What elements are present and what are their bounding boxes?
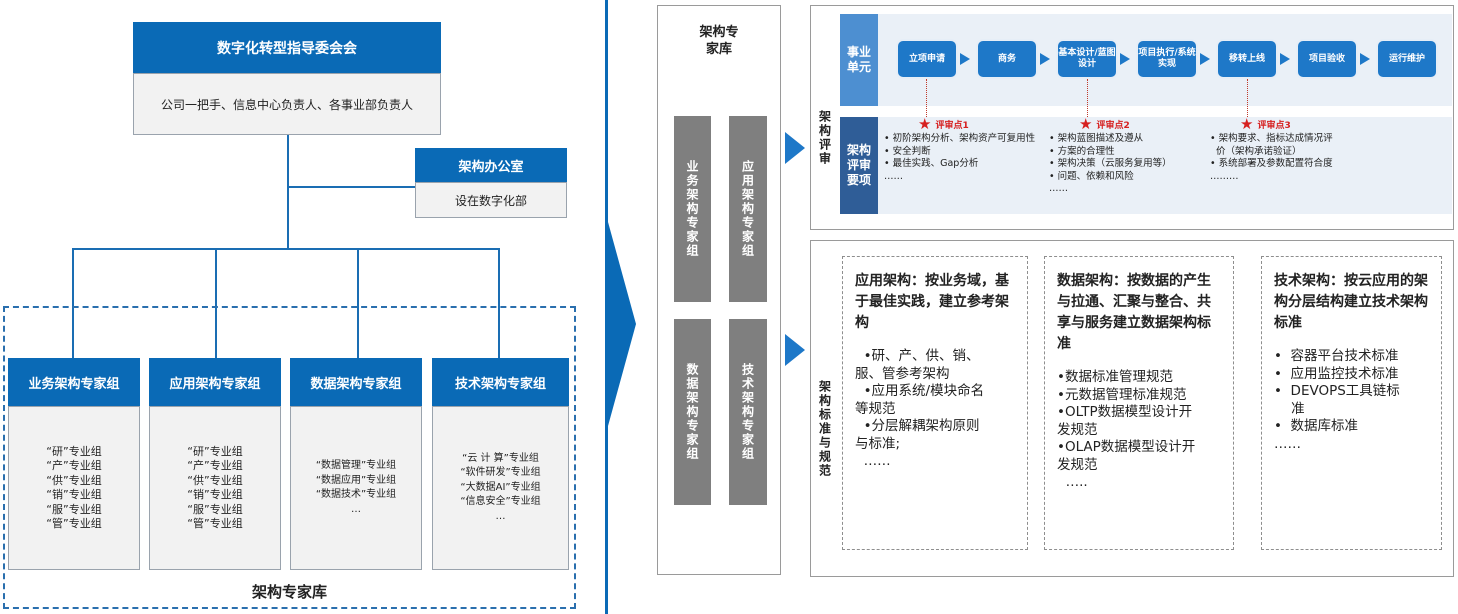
star-icon: ★ bbox=[1240, 115, 1254, 133]
step-arrow bbox=[960, 53, 970, 65]
office-connector bbox=[287, 186, 415, 188]
divider-line bbox=[605, 0, 608, 614]
group-technology: 技术架构专家组 “云 计 算”专业组 “软件研发”专业组 “大数据AI”专业组 … bbox=[432, 358, 569, 570]
library-col-technology: 技术架构专家组 bbox=[729, 319, 767, 505]
standards-side-label: 架构标准与规范 bbox=[817, 380, 832, 478]
point-items: • 架构蓝图描述及遵从 • 方案的合理性 • 架构决策（云服务复用等） • 问题… bbox=[1049, 133, 1172, 194]
review-point-3: ★ 评审点3 • 架构要求、指标达成情况评 价（架构承诺验证） • 系统部署及参… bbox=[1210, 117, 1380, 183]
star-icon: ★ bbox=[1079, 115, 1093, 133]
library-col-business: 业务架构专家组 bbox=[674, 116, 711, 302]
group-members: “研”专业组 “产”专业组 “供”专业组 “销”专业组 “服”专业组 “管”专业… bbox=[8, 406, 140, 570]
step-arrow bbox=[1200, 53, 1210, 65]
group-title: 应用架构专家组 bbox=[149, 358, 281, 406]
step-arrow bbox=[1280, 53, 1290, 65]
step-arrow bbox=[1360, 53, 1370, 65]
standard-title: 技术架构：按云应用的架构分层结构建立技术架构标准 bbox=[1274, 273, 1428, 331]
items-label: 架构评审要项 bbox=[840, 117, 878, 214]
standard-items: •数据标准管理规范 •元数据管理标准规范 •OLTP数据模型设计开 发规范 •O… bbox=[1057, 369, 1196, 490]
group-members: “数据管理”专业组 “数据应用”专业组 “数据技术”专业组 … bbox=[290, 406, 422, 570]
point-label: 评审点1 bbox=[935, 120, 969, 131]
step-execution: 项目执行/系统实现 bbox=[1138, 41, 1196, 77]
committee-title: 数字化转型指导委会会 bbox=[133, 22, 441, 73]
library-col-data: 数据架构专家组 bbox=[674, 319, 711, 505]
point-label: 评审点2 bbox=[1096, 120, 1130, 131]
step-arrow bbox=[1040, 53, 1050, 65]
committee-members: 公司一把手、信息中心负责人、各事业部负责人 bbox=[133, 73, 441, 135]
expert-pool bbox=[3, 306, 576, 609]
step-acceptance: 项目验收 bbox=[1298, 41, 1356, 77]
star-icon: ★ bbox=[918, 115, 932, 133]
review-point-1: ★ 评审点1 • 初阶架构分析、架构资产可复用性 • 安全判断 • 最佳实践、G… bbox=[884, 117, 1044, 183]
point-connector-2 bbox=[1087, 79, 1088, 119]
point-items: • 初阶架构分析、架构资产可复用性 • 安全判断 • 最佳实践、Gap分析 …… bbox=[884, 133, 1036, 182]
group-title: 技术架构专家组 bbox=[432, 358, 569, 406]
step-initiation: 立项申请 bbox=[898, 41, 956, 77]
point-connector-3 bbox=[1247, 79, 1248, 119]
point-label: 评审点3 bbox=[1257, 120, 1291, 131]
group-data: 数据架构专家组 “数据管理”专业组 “数据应用”专业组 “数据技术”专业组 … bbox=[290, 358, 422, 570]
review-arrow bbox=[785, 132, 805, 164]
point-items: • 架构要求、指标达成情况评 价（架构承诺验证） • 系统部署及参数配置符合度 … bbox=[1210, 133, 1333, 182]
trunk-line bbox=[287, 135, 289, 248]
standard-items: •研、产、供、销、 服、管参考架构 •应用系统/模块命名 等规范 •分层解耦架构… bbox=[855, 348, 985, 469]
group-members: “云 计 算”专业组 “软件研发”专业组 “大数据AI”专业组 “信息安全”专业… bbox=[432, 406, 569, 570]
step-business: 商务 bbox=[978, 41, 1036, 77]
office-title: 架构办公室 bbox=[415, 148, 567, 182]
divider-arrow bbox=[608, 222, 636, 426]
standards-arrow bbox=[785, 334, 805, 366]
branch-drop-4 bbox=[498, 248, 500, 358]
step-golive: 移转上线 bbox=[1218, 41, 1276, 77]
branch-drop-2 bbox=[215, 248, 217, 358]
group-title: 数据架构专家组 bbox=[290, 358, 422, 406]
standard-title: 应用架构：按业务域，基于最佳实践，建立参考架构 bbox=[855, 273, 1009, 331]
group-title: 业务架构专家组 bbox=[8, 358, 140, 406]
standard-title: 数据架构：按数据的产生与拉通、汇聚与整合、共享与服务建立数据架构标准 bbox=[1057, 273, 1211, 352]
group-application: 应用架构专家组 “研”专业组 “产”专业组 “供”专业组 “销”专业组 “服”专… bbox=[149, 358, 281, 570]
step-operation: 运行维护 bbox=[1378, 41, 1436, 77]
review-point-2: ★ 评审点2 • 架构蓝图描述及遵从 • 方案的合理性 • 架构决策（云服务复用… bbox=[1049, 117, 1209, 196]
review-side-label: 架构评审 bbox=[817, 110, 832, 166]
point-connector-1 bbox=[926, 79, 927, 119]
pool-label: 架构专家库 bbox=[251, 583, 327, 601]
branch-drop-3 bbox=[357, 248, 359, 358]
library-title: 架构专 家库 bbox=[699, 25, 739, 57]
standard-data: 数据架构：按数据的产生与拉通、汇聚与整合、共享与服务建立数据架构标准 •数据标准… bbox=[1044, 256, 1234, 550]
group-members: “研”专业组 “产”专业组 “供”专业组 “销”专业组 “服”专业组 “管”专业… bbox=[149, 406, 281, 570]
step-design: 基本设计/蓝图设计 bbox=[1058, 41, 1116, 77]
group-business: 业务架构专家组 “研”专业组 “产”专业组 “供”专业组 “销”专业组 “服”专… bbox=[8, 358, 140, 570]
branch-line bbox=[72, 248, 499, 250]
unit-label: 事业单元 bbox=[840, 14, 878, 106]
library-col-application: 应用架构专家组 bbox=[729, 116, 767, 302]
standard-items: • 容器平台技术标准 • 应用监控技术标准 • DEVOPS工具链标 准 • 数… bbox=[1274, 348, 1400, 452]
standard-application: 应用架构：按业务域，基于最佳实践，建立参考架构 •研、产、供、销、 服、管参考架… bbox=[842, 256, 1028, 550]
step-arrow bbox=[1120, 53, 1130, 65]
standard-technology: 技术架构：按云应用的架构分层结构建立技术架构标准 • 容器平台技术标准 • 应用… bbox=[1261, 256, 1442, 550]
branch-drop-1 bbox=[72, 248, 74, 358]
review-items-band bbox=[840, 117, 1452, 214]
office-location: 设在数字化部 bbox=[415, 182, 567, 218]
